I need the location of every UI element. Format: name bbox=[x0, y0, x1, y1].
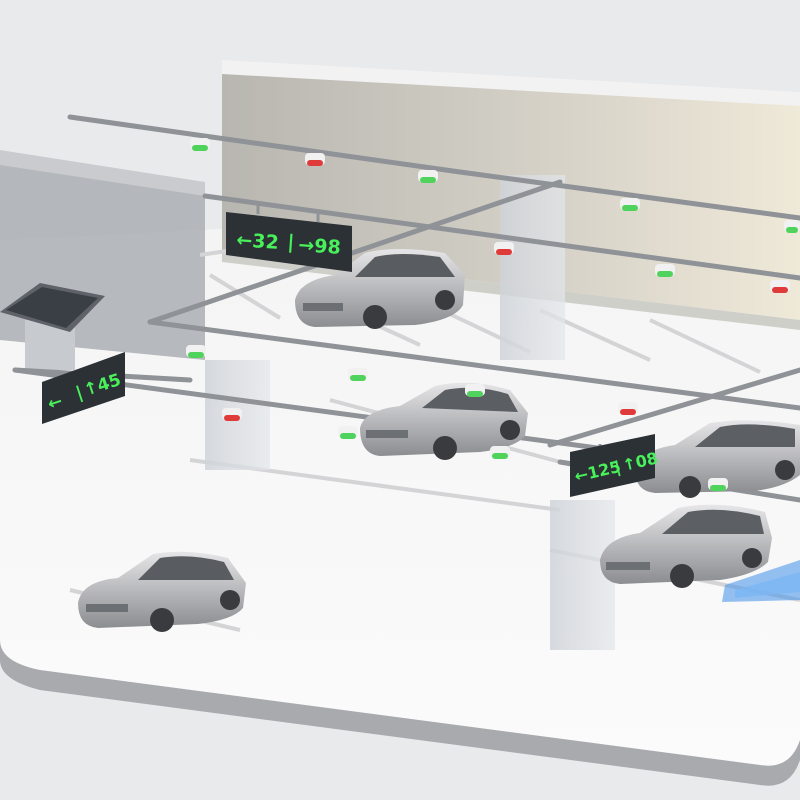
sign-2-left-count: ← bbox=[45, 391, 65, 414]
indicator-free bbox=[620, 198, 640, 211]
sign-1-left-count: ←32 bbox=[236, 229, 280, 254]
indicator-free bbox=[465, 384, 485, 397]
indicator-free bbox=[190, 138, 210, 151]
parked-car-2 bbox=[360, 382, 528, 460]
indicator-occupied bbox=[305, 153, 325, 166]
indicator-free bbox=[784, 220, 800, 233]
sign-1-divider: | bbox=[287, 231, 295, 253]
occupancy-indicators bbox=[186, 138, 800, 491]
indicator-occupied bbox=[618, 402, 638, 415]
indicator-free bbox=[490, 446, 510, 459]
guidance-sign-3: ←125 | ↑08 bbox=[570, 434, 660, 497]
info-screen bbox=[0, 283, 105, 332]
sign-1-right-count: →98 bbox=[298, 234, 342, 259]
indicator-free bbox=[186, 345, 206, 358]
indicator-occupied bbox=[770, 280, 790, 293]
parked-car-4 bbox=[600, 504, 772, 588]
sign-3-divider: | bbox=[613, 457, 623, 478]
indicator-free bbox=[348, 368, 368, 381]
guidance-sign-1: ←32 | →98 bbox=[226, 205, 352, 272]
charging-bay bbox=[722, 560, 800, 602]
indicator-free bbox=[708, 478, 728, 491]
cars bbox=[78, 249, 800, 632]
guidance-sign-2: ← | ↑45 bbox=[42, 352, 125, 424]
indicator-free bbox=[655, 264, 675, 277]
parked-car-1 bbox=[295, 249, 465, 329]
parked-car-5 bbox=[78, 551, 246, 632]
indicator-occupied bbox=[222, 408, 242, 421]
indicator-free bbox=[338, 426, 358, 439]
indicator-occupied bbox=[494, 242, 514, 255]
parked-car-3 bbox=[635, 420, 800, 498]
indicator-free bbox=[418, 170, 438, 183]
